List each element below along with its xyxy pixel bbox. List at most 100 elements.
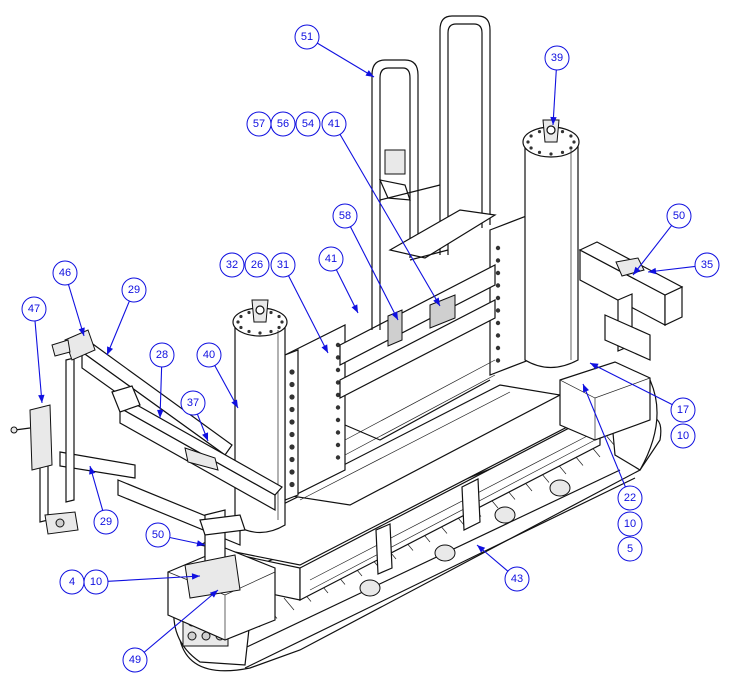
callout-circle <box>180 390 206 416</box>
callout-label: 50 <box>152 529 164 541</box>
callout-label: 22 <box>624 492 636 504</box>
arrowhead-b35 <box>648 267 657 275</box>
callout-b29b: 29 <box>93 509 119 535</box>
callout-circle <box>270 252 296 278</box>
callout-circle <box>544 45 570 71</box>
callout-circle <box>670 397 696 423</box>
callout-b10b: 10 <box>617 511 643 537</box>
arrowhead-b41b <box>351 304 358 313</box>
callout-circle <box>617 511 643 537</box>
leader-b51 <box>317 42 375 78</box>
arrowhead-b29a <box>107 346 114 355</box>
leader-b49 <box>143 589 219 653</box>
callout-circle <box>670 423 696 449</box>
arrowhead-b37 <box>202 432 209 441</box>
arrowhead-b29b <box>89 466 96 475</box>
arrowhead-b10c <box>191 573 200 580</box>
callout-circle <box>321 111 347 137</box>
callout-label: 37 <box>187 397 199 409</box>
callout-circle <box>318 246 344 272</box>
callout-label: 54 <box>302 118 314 130</box>
leader-b10c <box>107 575 201 582</box>
callout-circle <box>219 252 245 278</box>
arrowhead-b31 <box>321 344 328 353</box>
callout-circle <box>270 111 296 137</box>
cylinder-rear <box>522 119 580 369</box>
arrowhead-b40 <box>231 399 238 408</box>
callout-label: 58 <box>339 210 351 222</box>
callout-b37: 37 <box>180 390 206 416</box>
callout-b32: 32 <box>219 252 245 278</box>
leader-b58 <box>349 226 399 321</box>
leader-b17 <box>589 362 673 406</box>
callout-label: 32 <box>226 259 238 271</box>
leader-b31 <box>287 275 329 354</box>
callout-label: 47 <box>28 303 40 315</box>
callout-b40: 40 <box>196 342 222 368</box>
leader-b46 <box>67 284 85 337</box>
leader-b41a <box>339 134 441 307</box>
callout-circle <box>196 342 222 368</box>
callout-circle <box>149 342 175 368</box>
callout-b46: 46 <box>52 260 78 286</box>
arrowhead-b22 <box>583 384 590 393</box>
callout-circle <box>617 536 643 562</box>
callout-circle <box>21 296 47 322</box>
callout-label: 43 <box>511 573 523 585</box>
callout-label: 49 <box>129 654 141 666</box>
callout-circle <box>52 260 78 286</box>
callout-label: 56 <box>277 118 289 130</box>
leader-b47 <box>34 320 43 404</box>
leader-b29a <box>106 300 130 356</box>
callout-b54: 54 <box>295 111 321 137</box>
arrowhead-b47 <box>38 394 45 403</box>
callout-b4: 4 <box>59 569 85 595</box>
callout-circle <box>617 485 643 511</box>
callout-circle <box>294 24 320 50</box>
callout-b31: 31 <box>270 252 296 278</box>
callout-label: 29 <box>128 284 140 296</box>
callout-circle <box>122 647 148 673</box>
callout-label: 28 <box>156 349 168 361</box>
callout-b57: 57 <box>246 111 272 137</box>
callout-label: 35 <box>701 259 713 271</box>
callout-label: 10 <box>677 430 689 442</box>
callout-b39: 39 <box>544 45 570 71</box>
callout-b10a: 10 <box>670 423 696 449</box>
callout-circle <box>93 509 119 535</box>
callout-b29a: 29 <box>121 277 147 303</box>
leader-b22 <box>582 383 626 488</box>
callout-b49: 49 <box>122 647 148 673</box>
callout-b58: 58 <box>332 203 358 229</box>
arrowhead-b49 <box>209 590 218 598</box>
leader-lines <box>34 42 696 653</box>
callout-label: 10 <box>624 518 636 530</box>
leader-b41b <box>335 269 359 314</box>
arrowhead-b50b <box>196 540 205 547</box>
callout-b10c: 10 <box>83 569 109 595</box>
callout-b28: 28 <box>149 342 175 368</box>
callout-label: 39 <box>551 52 563 64</box>
callout-b41b: 41 <box>318 246 344 272</box>
arrowhead-b58 <box>391 311 398 320</box>
leader-b50a <box>632 225 673 276</box>
callout-label: 57 <box>253 118 265 130</box>
callout-circle <box>504 566 530 592</box>
arrowhead-b39 <box>550 116 557 125</box>
callout-b43: 43 <box>504 566 530 592</box>
callout-b5: 5 <box>617 536 643 562</box>
callout-label: 50 <box>673 210 685 222</box>
arrowhead-b51 <box>365 70 374 77</box>
leader-b39 <box>552 69 557 126</box>
callout-circle <box>694 252 720 278</box>
callout-circle <box>332 203 358 229</box>
callout-label: 5 <box>627 543 633 555</box>
callout-b22: 22 <box>617 485 643 511</box>
callout-circle <box>295 111 321 137</box>
leader-b28 <box>159 366 163 419</box>
callout-circle <box>121 277 147 303</box>
callout-label: 4 <box>69 576 75 588</box>
